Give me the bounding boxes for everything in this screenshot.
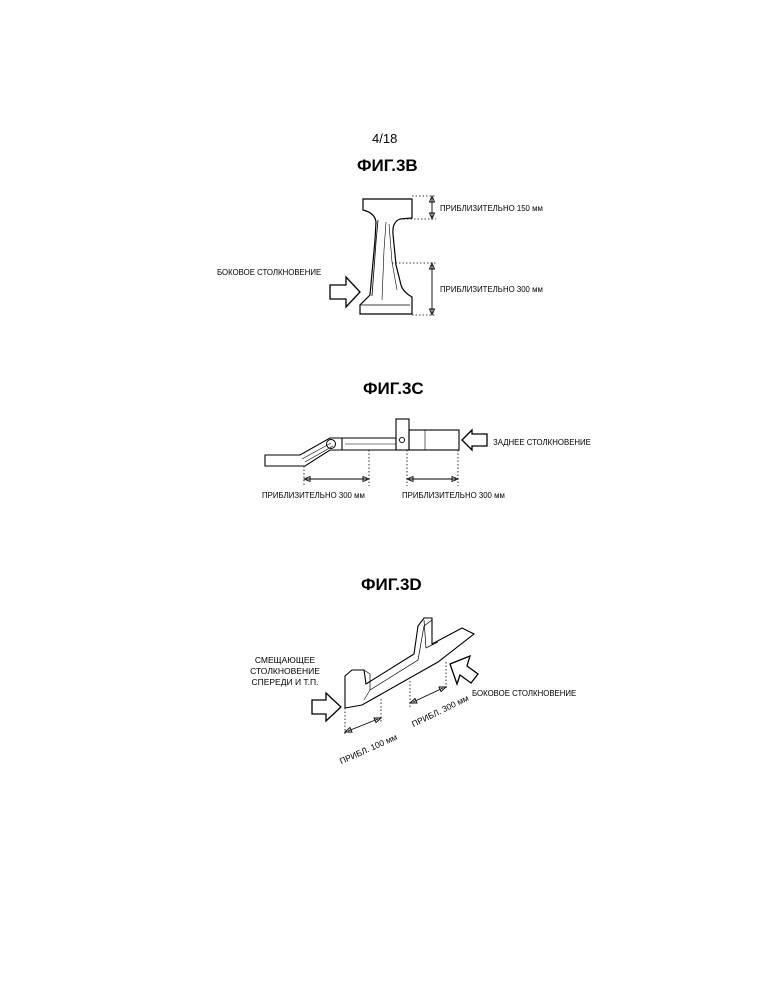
fig3c-extension-lines: [304, 450, 458, 486]
fig3b-impact-label: БОКОВОЕ СТОЛКНОВЕНИЕ: [217, 267, 321, 277]
fig3c-impact-label: ЗАДНЕЕ СТОЛКНОВЕНИЕ: [493, 437, 591, 447]
fig3c-dim-left-label: ПРИБЛИЗИТЕЛЬНО 300 мм: [262, 490, 365, 500]
fig3d-extension-lines: [345, 662, 446, 736]
fig3d-frame: [345, 618, 474, 708]
fig3d-side-impact-label: БОКОВОЕ СТОЛКНОВЕНИЕ: [472, 688, 576, 698]
fig3b-impact-arrow: [330, 277, 360, 307]
fig3b-dimension-arrows: [430, 196, 435, 315]
fig3d-front-impact-label: СМЕЩАЮЩЕЕ СТОЛКНОВЕНИЕ СПЕРЕДИ И Т.П.: [240, 655, 330, 688]
fig3d-front-impact-line-1: СМЕЩАЮЩЕЕ: [240, 655, 330, 666]
fig3d-front-impact-line-2: СТОЛКНОВЕНИЕ: [240, 666, 330, 677]
fig3c-dim-right-label: ПРИБЛИЗИТЕЛЬНО 300 мм: [402, 490, 505, 500]
fig3c-impact-arrow: [462, 430, 487, 450]
fig3b-dim-bottom-label: ПРИБЛИЗИТЕЛЬНО 300 мм: [440, 284, 543, 294]
fig3d-front-impact-arrow: [312, 693, 341, 721]
fig3d-front-impact-line-3: СПЕРЕДИ И Т.П.: [240, 677, 330, 688]
fig3b-dim-top-label: ПРИБЛИЗИТЕЛЬНО 150 мм: [440, 203, 543, 213]
fig3d-side-impact-arrow: [450, 656, 478, 684]
fig3c-title: ФИГ.3С: [363, 379, 424, 399]
fig3b-pillar: [360, 199, 412, 314]
fig3c-dimension-arrows: [304, 477, 458, 482]
fig3c-frame: [265, 419, 459, 466]
fig3d-title: ФИГ.3D: [361, 575, 422, 595]
